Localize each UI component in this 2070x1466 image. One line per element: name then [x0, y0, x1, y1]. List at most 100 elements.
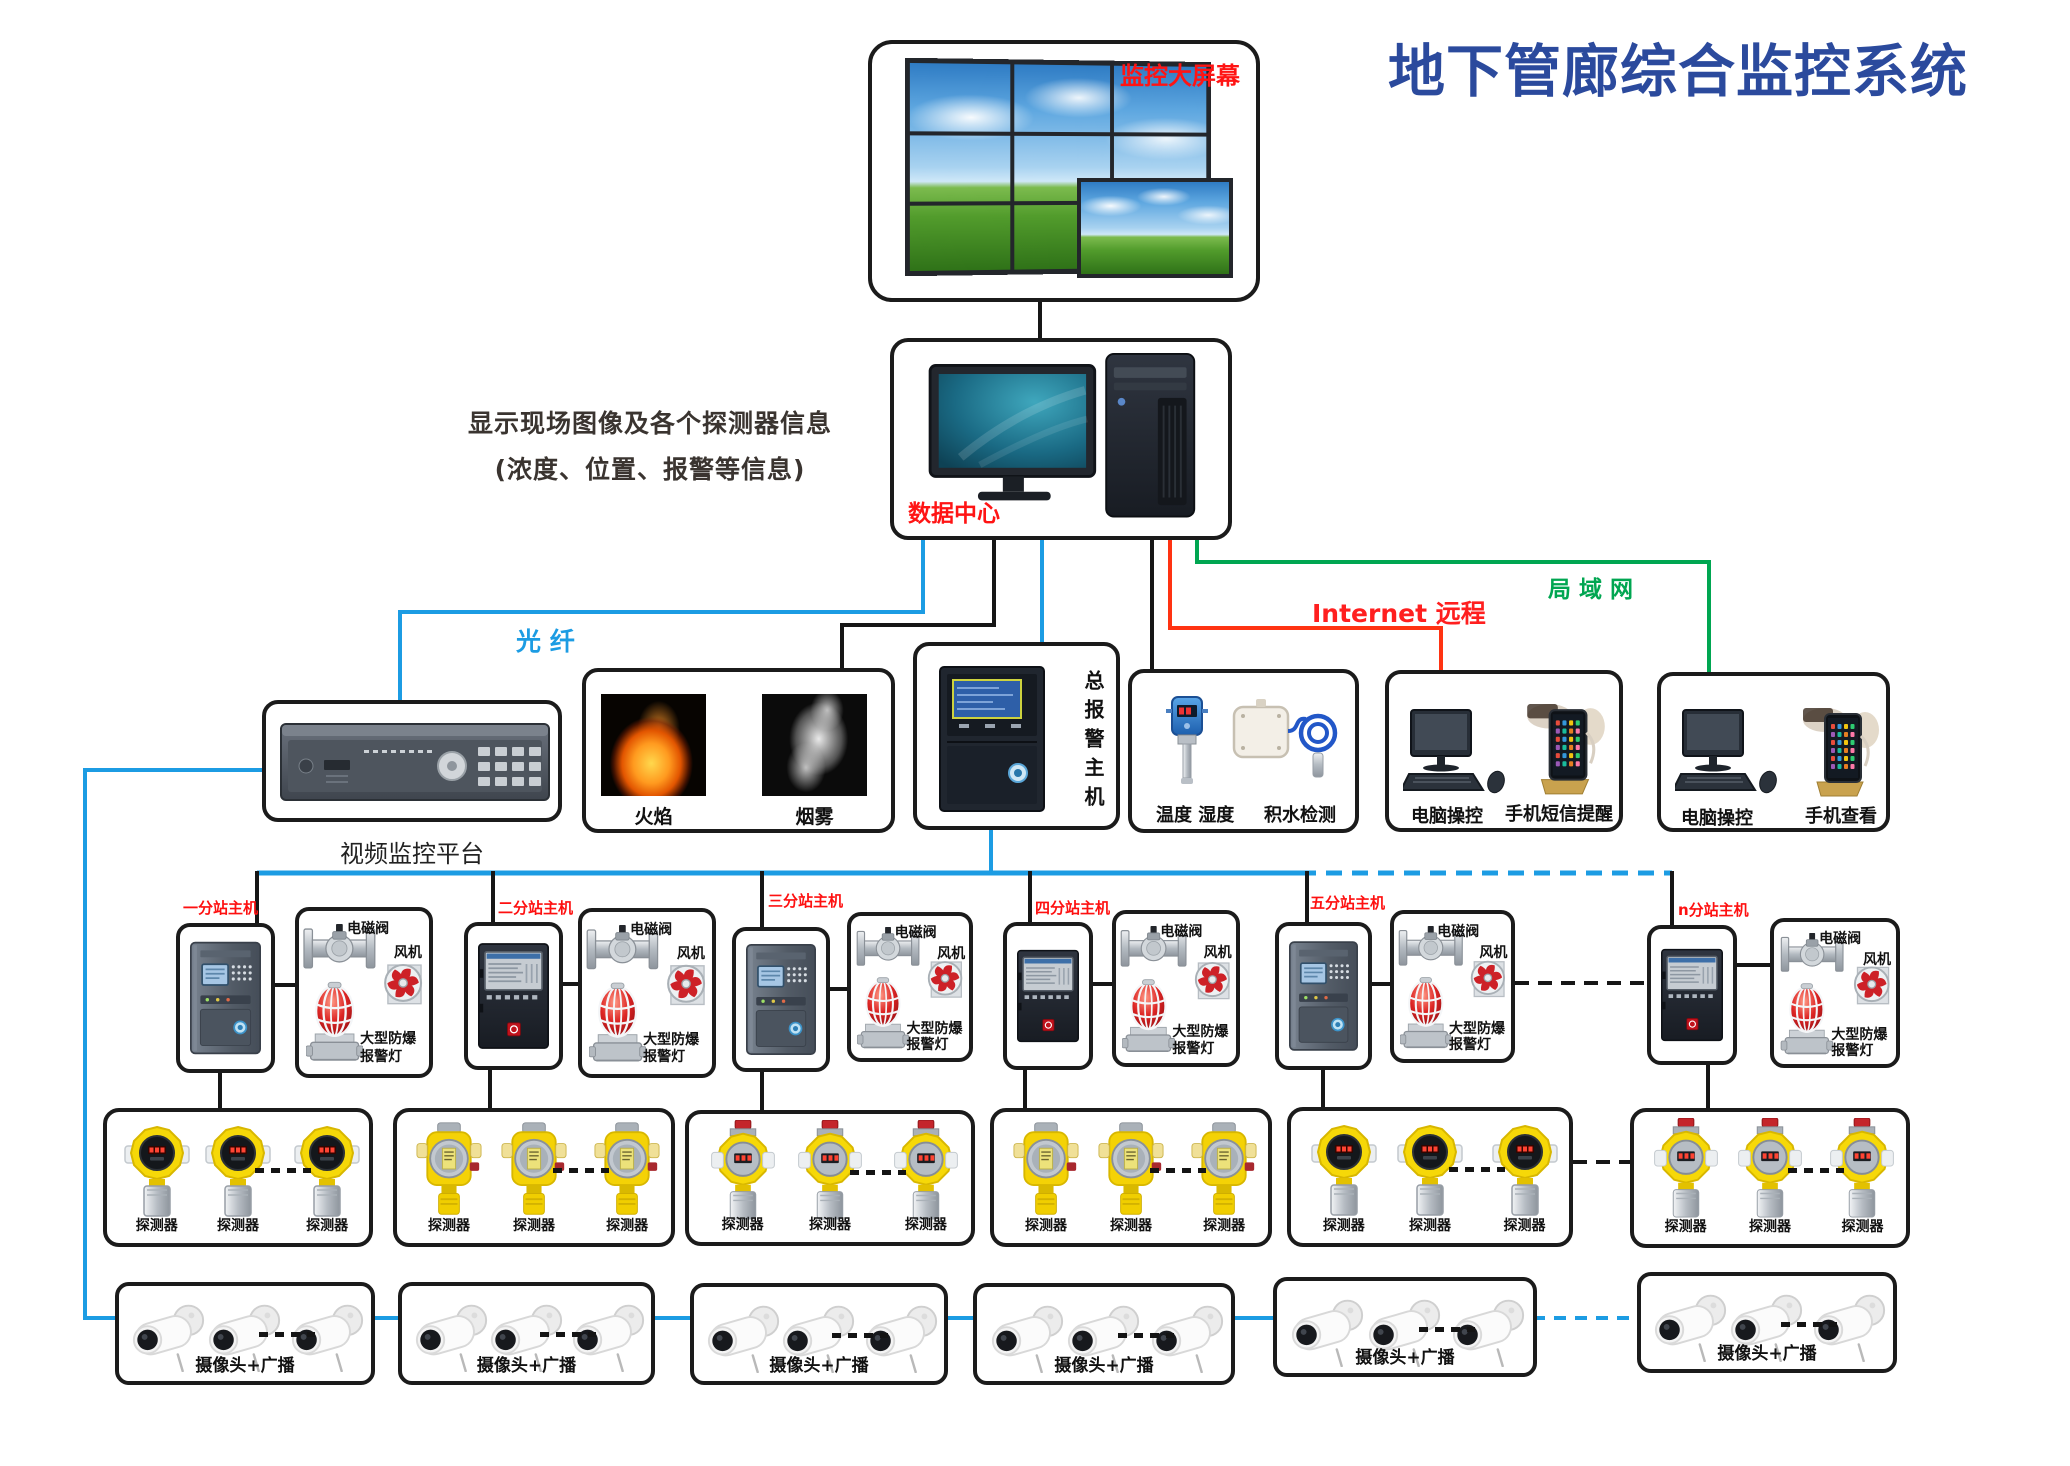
camera-group-box: 摄像头+广播 — [973, 1283, 1235, 1385]
detector-group-box: 探测器探测器探测器 — [1630, 1108, 1910, 1248]
detector-label: 探测器 — [1664, 1219, 1707, 1235]
pc-icon — [1671, 708, 1787, 800]
gas-detector-icon — [1098, 1118, 1164, 1220]
detector-label: 探测器 — [1025, 1218, 1068, 1234]
gas-detector-icon — [1491, 1117, 1558, 1219]
phone-icon — [1525, 702, 1607, 798]
remote-internet-box: 电脑操控 手机短信提醒 — [1385, 670, 1623, 832]
station-controller-device — [1661, 939, 1723, 1051]
ellipsis-dashes — [1788, 1168, 1845, 1173]
station-controller-device — [746, 941, 816, 1058]
camera-group-label: 摄像头+广播 — [476, 1356, 577, 1376]
camera-icon — [1807, 1284, 1893, 1363]
alarm-light-label: 大型防爆 — [643, 1031, 700, 1048]
ellipsis-dashes — [539, 1332, 596, 1337]
camera-icon — [776, 1295, 862, 1374]
alarm-light-label: 大型防爆 — [360, 1031, 417, 1048]
station-host-box — [176, 923, 275, 1073]
alarm-host-label: 总报警主机 — [1081, 670, 1105, 815]
ellipsis-dashes — [849, 1170, 906, 1175]
detector-label: 探测器 — [135, 1218, 178, 1234]
video-platform-box — [262, 700, 562, 822]
station-label: 二分站主机 — [498, 899, 574, 917]
fan-icon — [381, 955, 425, 1014]
wall-grid-line — [909, 131, 1207, 137]
water-label: 积水检测 — [1264, 805, 1336, 826]
solenoid-valve-icon — [586, 924, 659, 974]
gas-detector-icon — [1191, 1118, 1257, 1220]
alarm-light-icon — [305, 979, 364, 1069]
gas-detector-icon — [1829, 1117, 1895, 1220]
phone-label: 手机查看 — [1805, 806, 1877, 827]
detector-label: 探测器 — [1322, 1218, 1365, 1234]
fan-icon — [1468, 953, 1508, 1005]
valve-label: 电磁阀 — [1819, 931, 1862, 948]
gas-detector-icon — [893, 1119, 959, 1222]
ellipsis-dashes — [254, 1168, 311, 1173]
alarm-light-label: 大型防爆 — [1172, 1024, 1229, 1041]
pc-label: 电脑操控 — [1681, 808, 1753, 829]
station-label: n分站主机 — [1678, 901, 1749, 919]
detector-group-box: 探测器 探测器 探测器 — [1287, 1107, 1573, 1247]
solenoid-valve-icon — [1778, 933, 1846, 976]
detector-label: 探测器 — [428, 1218, 471, 1234]
detector-label: 探测器 — [1203, 1218, 1246, 1234]
camera-icon — [985, 1295, 1071, 1374]
camera-group-label: 摄像头+广播 — [1717, 1344, 1817, 1364]
camera-icon — [409, 1294, 495, 1373]
station-host-box — [464, 922, 563, 1070]
ellipsis-dashes — [1419, 1327, 1476, 1332]
station-label: 一分站主机 — [183, 899, 259, 917]
fan-icon — [925, 954, 965, 1005]
alarm-light-label: 报警灯 — [643, 1049, 686, 1066]
description-line1: 显示现场图像及各个探测器信息 — [467, 409, 832, 438]
camera-icon — [1285, 1289, 1371, 1368]
ellipsis-dashes — [552, 1168, 609, 1173]
fan-icon — [1851, 960, 1892, 1011]
camera-icon — [1061, 1295, 1147, 1374]
page-title: 地下管廊综合监控系统 — [1388, 39, 1968, 105]
fan-label: 风机 — [1863, 951, 1892, 968]
alarm-light-icon — [1121, 977, 1176, 1059]
remote-lan-box: 电脑操控 手机查看 — [1657, 672, 1890, 832]
fiber-link-label: 光 纤 — [516, 627, 575, 656]
alarm-host-device — [939, 666, 1045, 812]
solenoid-valve-icon — [1398, 925, 1464, 970]
temperature-sensor-icon — [1160, 693, 1214, 787]
station-label: 四分站主机 — [1035, 899, 1111, 917]
station-controller-device — [478, 936, 549, 1056]
camera-icon — [126, 1294, 212, 1373]
gas-detector-icon — [416, 1118, 482, 1220]
gas-detector-icon — [710, 1119, 776, 1222]
gas-detector-icon — [1397, 1117, 1463, 1219]
fan-label: 风机 — [676, 945, 705, 962]
detector-group-box: 探测器探测器探测器 — [685, 1110, 975, 1246]
camera-group-box: 摄像头+广播 — [398, 1282, 655, 1385]
temp-label: 温度 湿度 — [1156, 805, 1235, 826]
ellipsis-dashes — [1149, 1168, 1206, 1173]
valve-label: 电磁阀 — [630, 922, 673, 939]
solenoid-valve-icon — [855, 927, 921, 970]
env-sensors-box: 温度 湿度 积水检测 — [1128, 669, 1359, 833]
alarm-light-label: 报警灯 — [906, 1036, 949, 1053]
camera-icon — [202, 1294, 288, 1373]
detector-label: 探测器 — [1409, 1218, 1451, 1234]
solenoid-valve-icon — [303, 924, 376, 973]
fan-label: 风机 — [393, 944, 422, 961]
camera-icon — [484, 1294, 570, 1373]
detector-label: 探测器 — [1503, 1218, 1546, 1234]
camera-group-box: 摄像头+广播 — [1637, 1272, 1897, 1373]
station-host-box — [1003, 922, 1093, 1070]
fire-image — [601, 694, 706, 796]
video-wall-sub-screen — [1077, 178, 1233, 278]
detector-label: 探测器 — [217, 1218, 259, 1234]
detector-label: 探测器 — [904, 1217, 947, 1233]
station-host-box — [732, 927, 830, 1072]
computer-icon — [916, 352, 1216, 530]
camera-group-box: 摄像头+广播 — [690, 1283, 948, 1385]
camera-group-label: 摄像头+广播 — [195, 1356, 295, 1376]
gas-detector-icon — [1737, 1117, 1803, 1220]
detector-group-box: 探测器探测器探测器 — [990, 1108, 1272, 1247]
alarm-light-label: 大型防爆 — [1831, 1027, 1888, 1044]
valve-label: 电磁阀 — [894, 925, 937, 942]
